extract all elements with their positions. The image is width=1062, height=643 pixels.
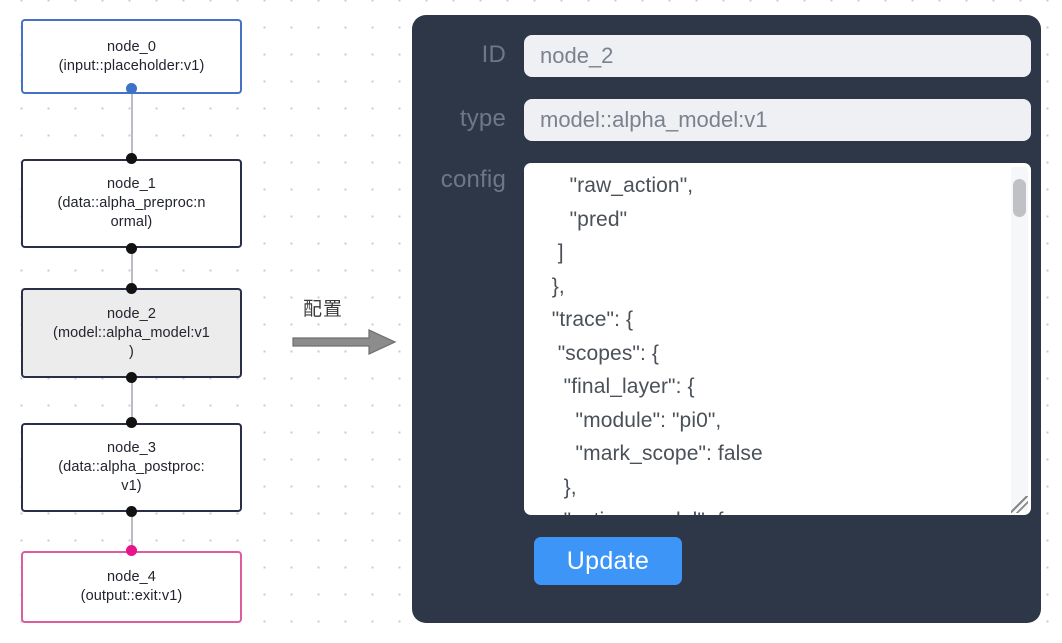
graph-node-node_0[interactable]: node_0 (input::placeholder:v1) bbox=[21, 19, 242, 94]
update-button[interactable]: Update bbox=[534, 537, 682, 585]
edge-node2-node3 bbox=[130, 377, 133, 422]
edge-node3-node4 bbox=[130, 511, 133, 551]
node-label: node_2 (model::alpha_model:v1 ) bbox=[53, 305, 210, 360]
textarea-resize-handle-icon[interactable] bbox=[1011, 496, 1028, 513]
field-row-config: config bbox=[412, 163, 1031, 515]
field-row-id: ID bbox=[412, 35, 1031, 77]
port-node_2-input[interactable] bbox=[126, 283, 137, 294]
port-node_0-output[interactable] bbox=[126, 83, 137, 94]
node-label: node_3 (data::alpha_postproc: v1) bbox=[58, 440, 205, 494]
node-label: node_0 (input::placeholder:v1) bbox=[58, 38, 205, 74]
port-node_2-output[interactable] bbox=[126, 372, 137, 383]
node-config-panel: ID type config Update bbox=[412, 15, 1041, 623]
config-textarea-wrapper bbox=[524, 163, 1031, 515]
type-input[interactable] bbox=[524, 99, 1031, 141]
transition-label: 配置 bbox=[303, 299, 344, 320]
config-field-label: config bbox=[440, 166, 506, 193]
config-scrollbar-thumb[interactable] bbox=[1013, 179, 1026, 217]
type-field-label: type bbox=[459, 105, 506, 132]
port-node_1-output[interactable] bbox=[126, 243, 137, 254]
edge-node1-node2 bbox=[130, 248, 133, 288]
config-scrollbar[interactable] bbox=[1011, 167, 1028, 511]
id-field-label: ID bbox=[481, 41, 506, 68]
id-input[interactable] bbox=[524, 35, 1031, 77]
field-row-type: type bbox=[412, 99, 1031, 141]
graph-node-node_1[interactable]: node_1 (data::alpha_preproc:n ormal) bbox=[21, 159, 242, 248]
graph-node-node_2[interactable]: node_2 (model::alpha_model:v1 ) bbox=[21, 288, 242, 378]
port-node_3-output[interactable] bbox=[126, 506, 137, 517]
arrow-right-icon bbox=[292, 329, 397, 355]
config-textarea[interactable] bbox=[524, 163, 1031, 515]
port-node_4-input[interactable] bbox=[126, 545, 137, 556]
graph-node-node_4[interactable]: node_4 (output::exit:v1) bbox=[21, 551, 242, 623]
graph-node-node_3[interactable]: node_3 (data::alpha_postproc: v1) bbox=[21, 423, 242, 512]
port-node_1-input[interactable] bbox=[126, 153, 137, 164]
edge-node0-node1 bbox=[130, 88, 133, 158]
node-label: node_1 (data::alpha_preproc:n ormal) bbox=[57, 176, 206, 230]
node-label: node_4 (output::exit:v1) bbox=[80, 569, 183, 604]
transition-annotation: 配置 bbox=[291, 297, 401, 359]
port-node_3-input[interactable] bbox=[126, 417, 137, 428]
